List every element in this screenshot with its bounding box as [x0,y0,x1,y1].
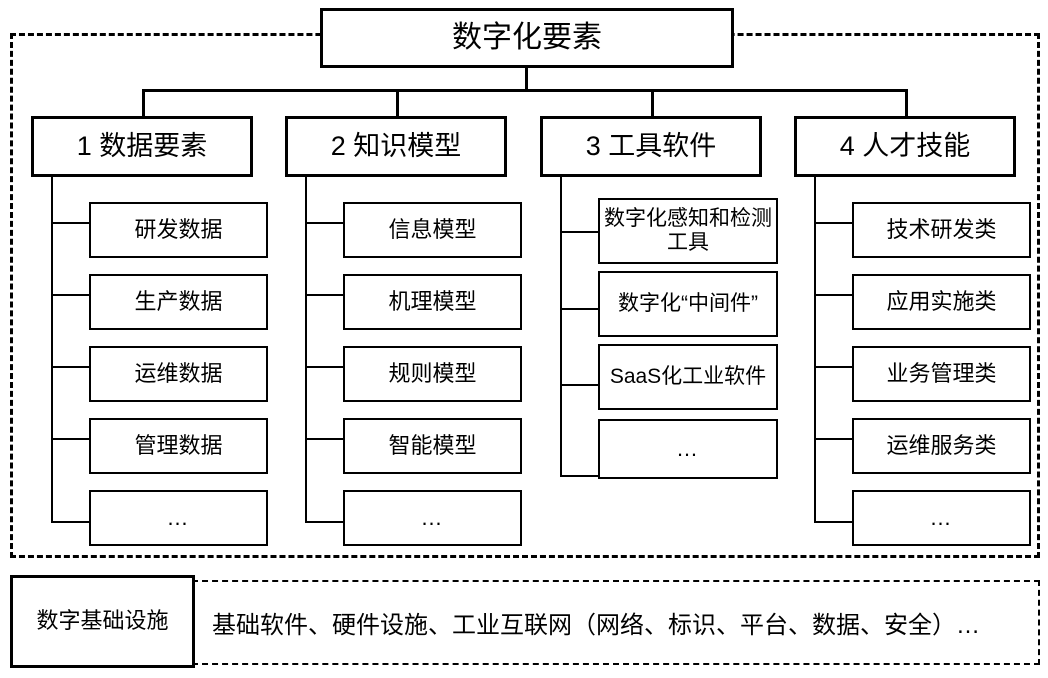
category-label-1: 1 数据要素 [76,131,208,162]
leaf-node-1-2: 生产数据 [89,274,268,330]
category-4-branch-3 [814,366,852,368]
leaf-node-4-5: … [852,490,1031,546]
category-1-branch-2 [51,294,89,296]
category-4-branch-1 [814,222,852,224]
leaf-node-3-1: 数字化感知和检测工具 [598,198,778,264]
category-3-branch-3 [560,384,598,386]
category-node-2: 2 知识模型 [285,116,507,177]
category-2-branch-3 [305,366,343,368]
leaf-node-1-5: … [89,490,268,546]
category-label-4: 4 人才技能 [839,131,971,162]
leaf-node-4-1: 技术研发类 [852,202,1031,258]
root-node-label: 数字化要素 [452,21,602,55]
category-4-branch-5 [814,521,852,523]
leaf-node-1-4: 管理数据 [89,418,268,474]
leaf-node-2-1: 信息模型 [343,202,522,258]
infrastructure-content: 基础软件、硬件设施、工业互联网（网络、标识、平台、数据、安全）… [212,580,1032,665]
leaf-node-3-2: 数字化“中间件” [598,271,778,337]
leaf-label-4-2: 应用实施类 [886,288,997,314]
connector-root-down [525,68,528,90]
leaf-node-1-1: 研发数据 [89,202,268,258]
infrastructure-label: 数字基础设施 [36,608,169,634]
category-1-branch-1 [51,222,89,224]
category-4-spine [814,177,816,523]
category-4-branch-2 [814,294,852,296]
leaf-label-1-4: 管理数据 [134,432,223,458]
infrastructure-content-text: 基础软件、硬件设施、工业互联网（网络、标识、平台、数据、安全）… [212,612,980,639]
leaf-label-4-1: 技术研发类 [886,216,997,242]
leaf-label-4-3: 业务管理类 [886,360,997,386]
category-1-spine [51,177,53,523]
leaf-label-2-2: 机理模型 [388,288,477,314]
connector-bus-horizontal [142,89,908,92]
leaf-node-2-5: … [343,490,522,546]
category-3-branch-4 [560,475,598,477]
leaf-label-1-2: 生产数据 [134,288,223,314]
root-node-digital-elements: 数字化要素 [320,8,734,68]
leaf-label-2-1: 信息模型 [388,216,477,242]
connector-drop-category-3 [651,89,654,116]
connector-drop-category-2 [396,89,399,116]
connector-drop-category-4 [905,89,908,116]
leaf-label-4-5: … [929,504,954,530]
category-2-spine [305,177,307,523]
category-2-branch-1 [305,222,343,224]
category-3-spine [560,177,562,477]
leaf-node-2-3: 规则模型 [343,346,522,402]
leaf-label-2-3: 规则模型 [388,360,477,386]
category-2-branch-5 [305,521,343,523]
leaf-node-3-3: SaaS化工业软件 [598,344,778,410]
category-node-4: 4 人才技能 [794,116,1016,177]
leaf-node-4-4: 运维服务类 [852,418,1031,474]
leaf-label-3-3: SaaS化工业软件 [609,365,767,389]
category-1-branch-4 [51,438,89,440]
category-1-branch-5 [51,521,89,523]
leaf-node-4-2: 应用实施类 [852,274,1031,330]
category-4-branch-4 [814,438,852,440]
leaf-label-1-5: … [166,504,191,530]
leaf-label-1-3: 运维数据 [134,360,223,386]
leaf-node-1-3: 运维数据 [89,346,268,402]
leaf-node-3-4: … [598,419,778,479]
leaf-label-4-4: 运维服务类 [886,432,997,458]
leaf-label-3-1: 数字化感知和检测工具 [604,207,772,254]
category-node-3: 3 工具软件 [540,116,762,177]
category-label-2: 2 知识模型 [330,131,462,162]
leaf-label-3-4: … [676,435,700,461]
category-3-branch-2 [560,308,598,310]
leaf-node-2-4: 智能模型 [343,418,522,474]
category-1-branch-3 [51,366,89,368]
leaf-label-2-4: 智能模型 [388,432,477,458]
leaf-label-2-5: … [420,504,445,530]
category-3-branch-1 [560,231,598,233]
category-node-1: 1 数据要素 [31,116,253,177]
leaf-node-2-2: 机理模型 [343,274,522,330]
category-label-3: 3 工具软件 [585,131,717,162]
category-2-branch-4 [305,438,343,440]
infrastructure-label-box: 数字基础设施 [10,575,195,668]
leaf-label-3-2: 数字化“中间件” [618,292,758,316]
leaf-node-4-3: 业务管理类 [852,346,1031,402]
connector-drop-category-1 [142,89,145,116]
leaf-label-1-1: 研发数据 [134,216,223,242]
category-2-branch-2 [305,294,343,296]
